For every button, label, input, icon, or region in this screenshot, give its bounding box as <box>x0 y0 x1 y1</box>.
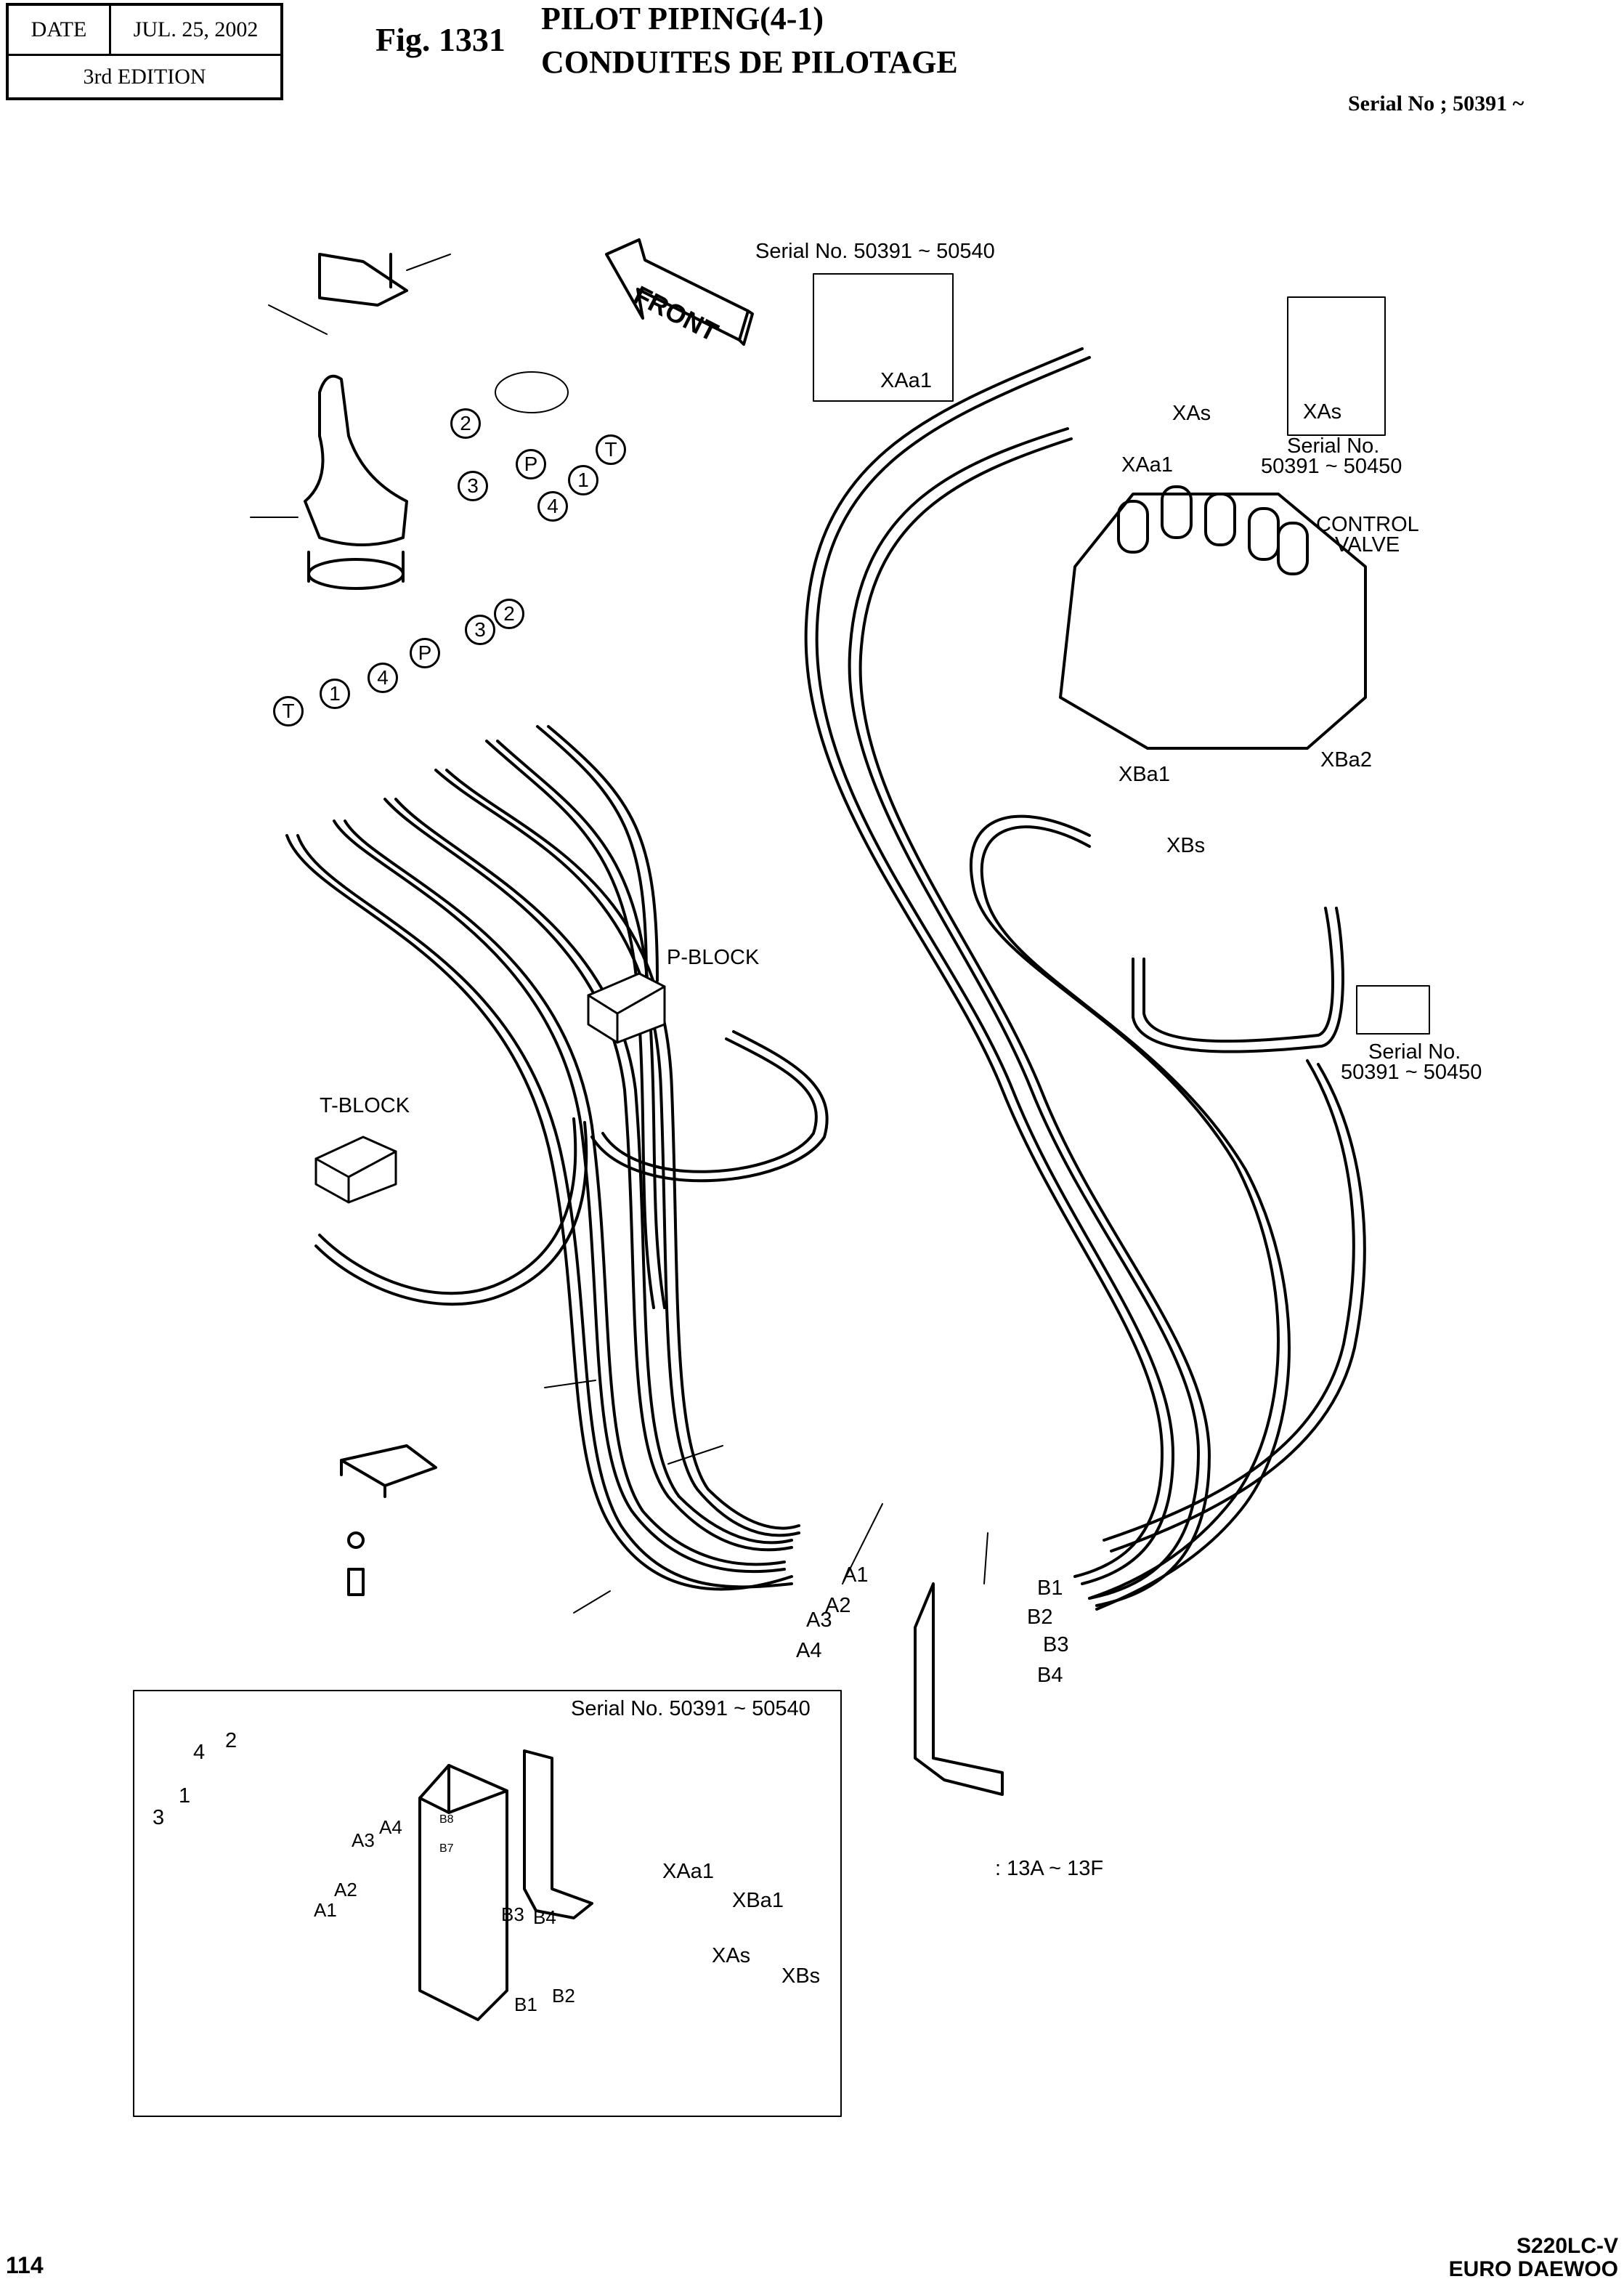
port-label-xas: XAs <box>1172 402 1211 425</box>
t-block-label: T-BLOCK <box>320 1094 410 1117</box>
callout-port-2: 2 <box>450 408 481 439</box>
block-port-b7: B7 <box>439 1842 454 1855</box>
date-value: JUL. 25, 2002 <box>133 17 259 41</box>
port-label-xba2: XBa2 <box>1320 748 1372 772</box>
port-label-a4: A4 <box>796 1639 822 1662</box>
port-label-b2: B2 <box>1027 1606 1053 1629</box>
serial-range: Serial No ; 50391 ~ <box>1348 92 1524 116</box>
control-valve-icon <box>1059 485 1367 750</box>
callout-port-3: 3 <box>458 471 488 501</box>
inset-label-xas: XAs <box>1303 400 1342 424</box>
inset-port-a4: A4 <box>379 1816 402 1838</box>
model-line-2: EURO DAEWOO <box>1448 2257 1618 2281</box>
inset-port-b2: B2 <box>552 1985 575 2007</box>
hose-number-4: 4 <box>193 1741 206 1764</box>
inset-serial-xas-2: 50391 ~ 50450 <box>1261 455 1402 478</box>
inset-port-a2: A2 <box>334 1879 357 1901</box>
leader-lines <box>250 254 988 1614</box>
block-port-b8: B8 <box>439 1813 454 1826</box>
front-arrow-icon <box>605 238 754 346</box>
port-label-xbs: XBs <box>1166 834 1206 857</box>
port-label-a2: A2 <box>825 1594 851 1617</box>
callout-port-t: T <box>596 434 626 465</box>
port-label-a1: A1 <box>843 1563 869 1587</box>
inset-serial-fitting-1: Serial No. <box>1368 1040 1461 1064</box>
page-title-french: CONDUITES DE PILOTAGE <box>541 44 958 80</box>
hose-bracket <box>914 1582 1004 1796</box>
figure-number: Fig. 1331 <box>375 21 506 58</box>
callout-port-4: 4 <box>537 491 568 522</box>
left-hose-bundle <box>285 725 800 1591</box>
page-title-english: PILOT PIPING(4-1) <box>541 1 824 36</box>
date-edition-box: DATE JUL. 25, 2002 3rd EDITION <box>6 3 283 100</box>
inset-serial-xas-1: Serial No. <box>1287 434 1380 458</box>
inset-label-xaa1: XAa1 <box>880 369 932 392</box>
port-label-b4: B4 <box>1037 1664 1063 1687</box>
callout-fitting-p: P <box>410 638 440 668</box>
model-line-1: S220LC-V <box>1516 2234 1618 2258</box>
port-label-b1: B1 <box>1037 1576 1063 1600</box>
hose-number-3: 3 <box>153 1806 165 1829</box>
callout-fitting-t: T <box>273 696 304 726</box>
inset-port-b4: B4 <box>533 1906 556 1928</box>
manifold-block-icon <box>418 1749 593 2021</box>
p-block-icon <box>587 972 666 1044</box>
clamp-bracket <box>340 1444 437 1596</box>
inset-box-mid-fitting <box>1356 985 1430 1035</box>
inset-box-xaa1 <box>813 273 954 402</box>
joystick-lever <box>304 253 408 590</box>
inset-box-xas <box>1287 296 1386 436</box>
port-label-a3: A3 <box>806 1608 832 1632</box>
p-block-hose <box>590 1030 829 1183</box>
inset-port-b3: B3 <box>501 1903 524 1925</box>
control-valve-label-1: CONTROL <box>1316 513 1419 536</box>
p-block-label: P-BLOCK <box>667 946 760 969</box>
model-name: S220LC-V EURO DAEWOO <box>1449 2235 1618 2281</box>
inset-serial-fitting-2: 50391 ~ 50450 <box>1341 1061 1482 1084</box>
page-number: 114 <box>6 2252 44 2278</box>
t-block-icon <box>314 1136 397 1204</box>
inset-line-xba1: XBa1 <box>732 1889 784 1912</box>
callout-port-1: 1 <box>568 465 598 495</box>
edition-label: 3rd EDITION <box>83 64 206 89</box>
callout-fitting-4: 4 <box>368 663 398 693</box>
inset-port-a3: A3 <box>352 1829 375 1851</box>
right-hose-bundle <box>804 347 1366 1611</box>
inset-serial-bottom: Serial No. 50391 ~ 50540 <box>571 1697 811 1720</box>
control-valve-label-2: VALVE <box>1335 533 1400 556</box>
inset-serial-xaa1: Serial No. 50391 ~ 50540 <box>755 240 995 263</box>
inset-box-bottom-block <box>133 1690 842 2117</box>
hose-number-2: 2 <box>225 1729 237 1752</box>
part-range-note: : 13A ~ 13F <box>995 1857 1104 1880</box>
port-label-b3: B3 <box>1043 1633 1069 1656</box>
port-label-xba1: XBa1 <box>1118 763 1170 786</box>
hose-number-1: 1 <box>179 1784 191 1808</box>
inset-port-b1: B1 <box>514 1994 537 2015</box>
inset-port-a1: A1 <box>314 1899 337 1921</box>
callout-fitting-1: 1 <box>320 679 350 709</box>
inset-line-xas: XAs <box>712 1944 751 1967</box>
inset-line-xaa1: XAa1 <box>662 1860 714 1883</box>
t-block-hose <box>314 1117 588 1306</box>
callout-fitting-2: 2 <box>494 599 524 629</box>
date-label: DATE <box>9 6 111 54</box>
port-label-xaa1: XAa1 <box>1121 453 1173 477</box>
callout-fitting-3: 3 <box>465 615 495 645</box>
port-plate <box>495 371 569 413</box>
inset-line-xbs: XBs <box>781 1964 821 1988</box>
callout-port-p: P <box>516 449 546 479</box>
date-row: DATE JUL. 25, 2002 <box>9 6 280 56</box>
